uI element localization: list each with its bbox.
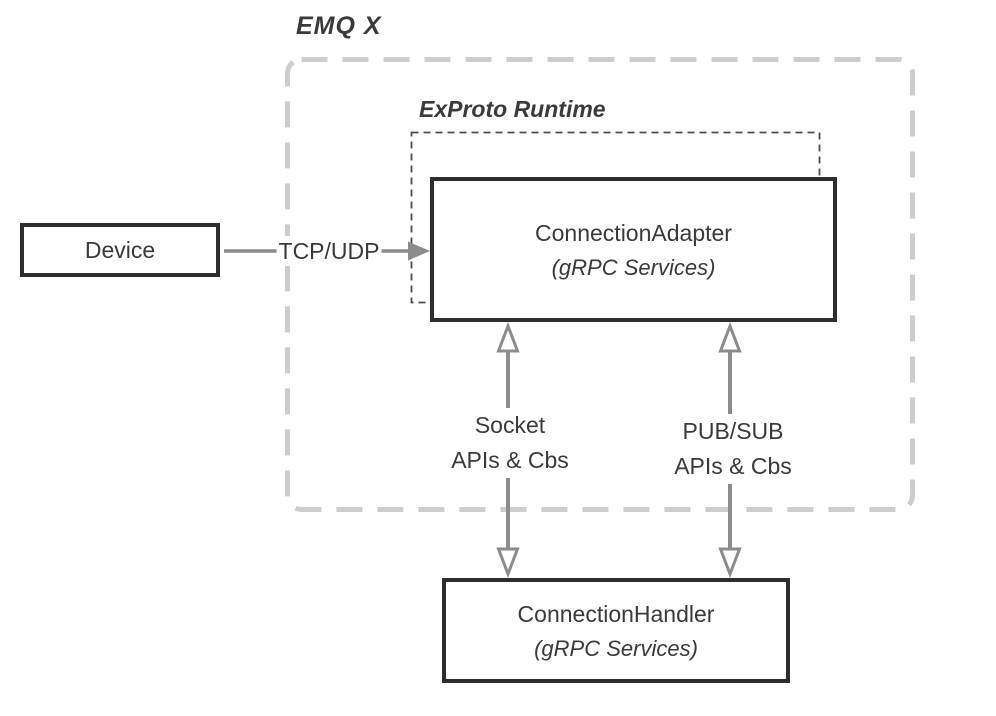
socket-arrowhead-up	[496, 321, 520, 353]
socket-label-line1: Socket	[474, 412, 546, 438]
connection-handler-node: ConnectionHandler (gRPC Services)	[442, 578, 790, 683]
pubsub-arrowhead-up	[718, 321, 742, 353]
connection-handler-sublabel: (gRPC Services)	[534, 635, 698, 661]
pubsub-label-line2: APIs & Cbs	[674, 453, 792, 479]
socket-label-line2: APIs & Cbs	[451, 447, 569, 473]
exproto-runtime-label: ExProto Runtime	[419, 96, 606, 122]
emqx-boundary-dashed-rect	[285, 57, 915, 512]
pubsub-arrowhead-down	[718, 547, 742, 579]
connection-adapter-label: ConnectionAdapter	[535, 219, 732, 246]
tcp-udp-label: TCP/UDP	[276, 236, 382, 266]
emqx-title: EMQ X	[296, 12, 382, 40]
socket-arrowhead-down	[496, 547, 520, 579]
tcp-udp-arrowhead	[408, 241, 430, 261]
pubsub-label: PUB/SUB APIs & Cbs	[668, 414, 798, 484]
pubsub-label-line1: PUB/SUB	[682, 418, 784, 444]
socket-label: Socket APIs & Cbs	[445, 408, 575, 478]
connection-handler-label: ConnectionHandler	[517, 600, 715, 627]
device-node-label: Device	[84, 237, 156, 263]
device-node: Device	[20, 223, 220, 277]
connection-adapter-sublabel: (gRPC Services)	[551, 254, 716, 280]
connection-adapter-node: ConnectionAdapter (gRPC Services)	[430, 177, 837, 322]
